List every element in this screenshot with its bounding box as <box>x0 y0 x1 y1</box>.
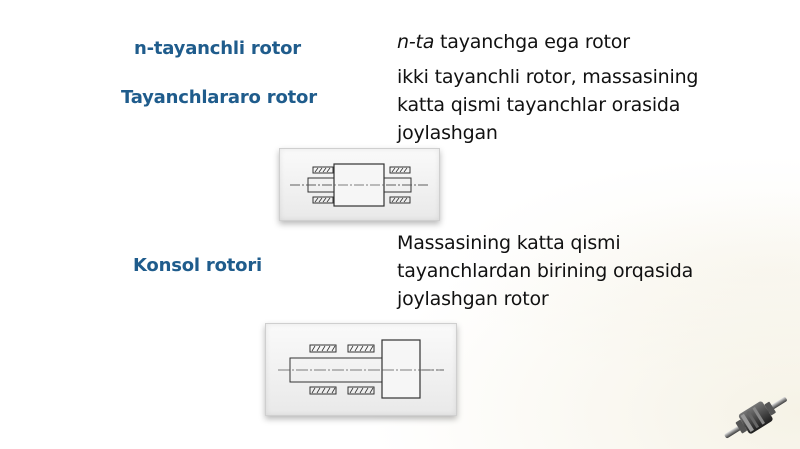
definition-n-support-italic: n-ta <box>397 31 435 53</box>
rotor-shaft-icon <box>718 392 794 444</box>
rotor-between-supports-icon <box>290 163 430 207</box>
definition-line: katta qismi tayanchlar orasida <box>397 94 681 116</box>
definition-line: ikki tayanchli rotor, massasining <box>397 66 699 88</box>
definition-line: tayanchlardan birining orqasida <box>397 260 694 282</box>
term-cantilever-rotor: Konsol rotori <box>133 255 262 276</box>
rotor-between-supports-diagram <box>279 148 440 221</box>
definition-between-supports-rotor: ikki tayanchli rotor, massasining katta … <box>397 63 698 147</box>
definition-n-support-rotor: n-ta tayanchga ega rotor <box>397 28 630 56</box>
definition-line: joylashgan rotor <box>397 288 549 310</box>
definition-line: joylashgan <box>397 122 498 144</box>
cantilever-rotor-diagram <box>265 323 457 416</box>
term-between-supports-rotor: Tayanchlararo rotor <box>121 87 317 108</box>
term-n-support-rotor: n-tayanchli rotor <box>134 38 301 59</box>
definition-cantilever-rotor: Massasining katta qismi tayanchlardan bi… <box>397 229 693 313</box>
definition-line: Massasining katta qismi <box>397 232 621 254</box>
definition-n-support-rest: tayanchga ega rotor <box>434 31 630 53</box>
cantilever-rotor-icon <box>278 339 444 399</box>
